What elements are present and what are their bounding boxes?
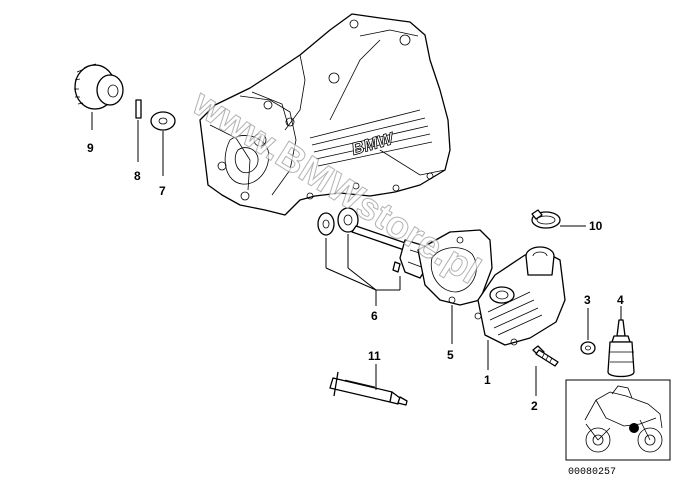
callout-7: 7 (159, 184, 166, 198)
motorcycle-icon (584, 385, 663, 453)
engine-housing: BMW (199, 13, 451, 216)
callout-4: 4 (617, 293, 624, 307)
part-3-sealing-ring (580, 341, 596, 355)
callout-5: 5 (447, 348, 454, 362)
part-9-gear (74, 63, 124, 110)
callout-2: 2 (531, 399, 538, 413)
part-10-hose-clamp (531, 209, 561, 229)
motorcycle-inset (565, 379, 671, 461)
part-1-pump-cover (474, 246, 566, 346)
callout-3: 3 (584, 293, 591, 307)
callout-6: 6 (371, 309, 378, 323)
part-8-pin (135, 99, 142, 119)
part-4-fluid-bottle (607, 319, 635, 378)
part-11-sealant-tube (329, 371, 408, 406)
part-2-bolt (532, 345, 559, 367)
callout-1: 1 (484, 373, 491, 387)
part-7-washer (150, 111, 176, 131)
callout-11: 11 (368, 349, 381, 363)
callout-numbers: 9 8 7 6 5 1 2 3 4 10 11 (87, 141, 624, 413)
callout-9: 9 (87, 141, 94, 155)
part-5-gasket (417, 229, 493, 306)
leader-lines (91, 112, 622, 396)
location-marker-icon (629, 423, 639, 433)
reference-number: 00080257 (568, 467, 616, 478)
callout-8: 8 (134, 169, 141, 183)
callout-10: 10 (589, 219, 603, 233)
